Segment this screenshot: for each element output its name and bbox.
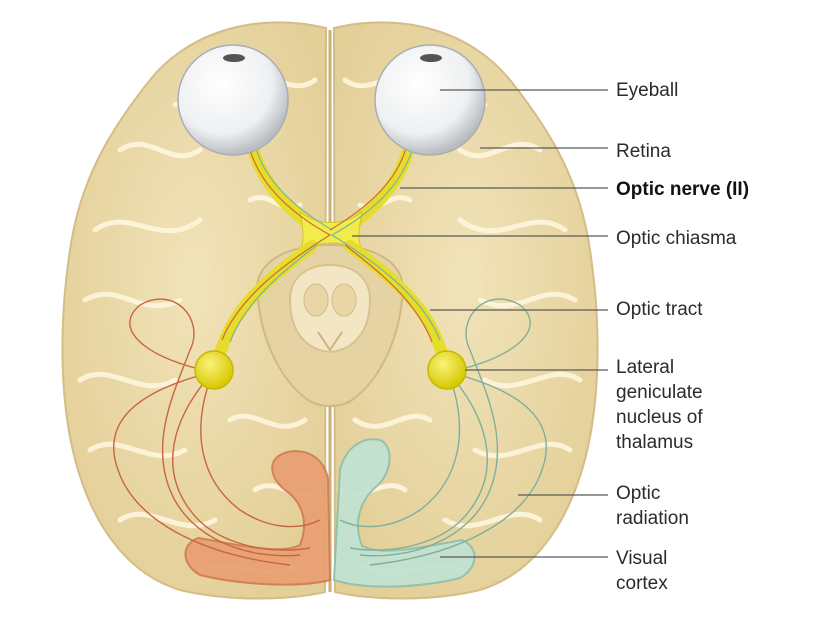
optic-nerve-label: Optic nerve (II) [616,179,750,200]
right-eyeball [374,44,486,156]
left-eyeball [177,44,289,156]
brainstem [255,243,405,407]
left-lateral-geniculate-nucleus [194,350,234,390]
optic-pathway [194,142,467,390]
lgn-label: Lateral geniculate nucleus of thalamus [616,357,703,453]
leader-lines [352,89,608,558]
optic-radiation-label: Optic radiation [616,483,689,529]
left-optic-radiation [113,298,321,566]
eyeball-label: Eyeball [616,80,679,101]
right-optic-radiation [339,298,547,566]
retina-label: Retina [616,141,671,162]
optic-chiasma-label: Optic chiasma [616,228,737,249]
visual-cortex-label: Visual cortex [616,548,668,594]
optic-tract-label: Optic tract [616,299,703,320]
right-lateral-geniculate-nucleus [427,350,467,390]
